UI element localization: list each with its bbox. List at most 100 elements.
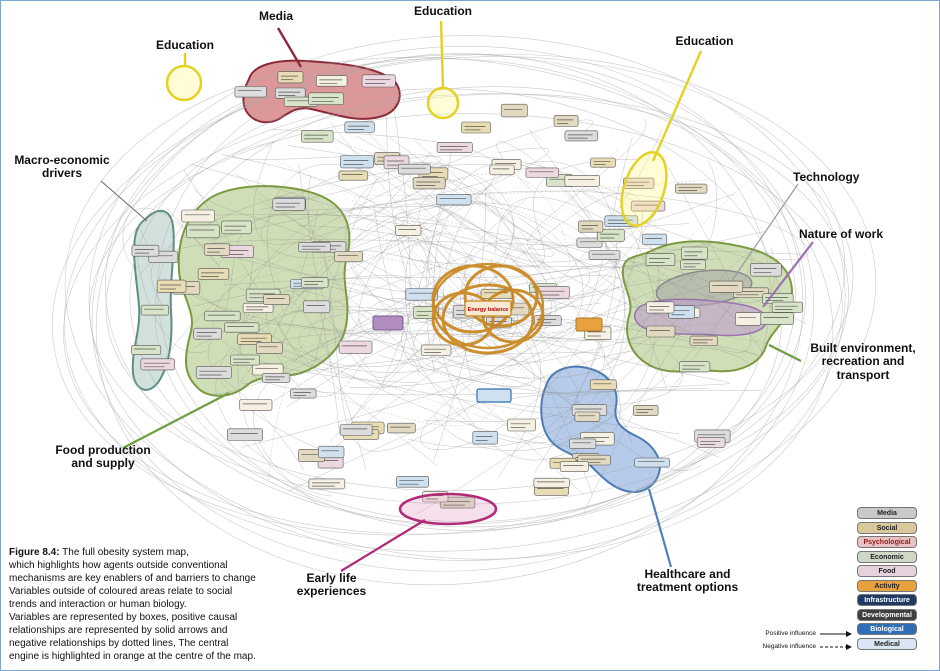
node-box xyxy=(300,277,329,288)
node-box xyxy=(195,366,232,379)
node-box xyxy=(156,279,187,293)
node-box xyxy=(472,430,498,445)
node-box xyxy=(317,445,345,459)
node-box xyxy=(574,411,601,422)
node-box xyxy=(386,422,416,434)
node-box xyxy=(507,418,536,432)
node-box xyxy=(750,263,782,277)
annotation-healthcare: Healthcare and treatment options xyxy=(636,567,739,595)
node-box xyxy=(645,301,675,314)
central-node xyxy=(464,300,512,317)
influence-legend: Positive influence Negative influence xyxy=(753,627,857,653)
node-box xyxy=(525,167,559,178)
node-box xyxy=(261,372,291,383)
caption-line: Figure 8.4: The full obesity system map, xyxy=(9,547,189,558)
node-box xyxy=(436,194,472,206)
node-box xyxy=(340,155,374,169)
node-box xyxy=(533,477,570,488)
leader-healthcare xyxy=(647,488,673,568)
positive-arrow-icon xyxy=(820,630,852,637)
annotation-media: Media xyxy=(258,9,293,23)
node-box xyxy=(181,209,216,223)
node-box xyxy=(708,280,744,293)
node-box xyxy=(420,344,452,356)
node-box xyxy=(193,327,222,340)
activity-node xyxy=(476,388,512,403)
leader-macro-economic xyxy=(100,180,148,222)
node-box xyxy=(186,224,220,239)
legend-item-medical: Medical xyxy=(857,637,917,650)
legend-item-media: Media xyxy=(857,507,917,519)
node-box xyxy=(596,228,625,242)
node-box xyxy=(588,250,621,260)
node-box xyxy=(674,183,708,194)
node-box xyxy=(290,388,317,399)
node-box xyxy=(559,461,589,472)
annotation-built-environment: Built environment, recreation and transp… xyxy=(810,341,916,382)
node-box xyxy=(395,225,422,236)
legend-item-activity: Activity xyxy=(857,579,917,592)
leader-technology xyxy=(730,183,799,283)
legend-item-biological: Biological xyxy=(857,623,917,635)
node-box xyxy=(344,121,375,133)
node-box xyxy=(589,379,617,390)
node-box xyxy=(221,220,252,235)
node-box xyxy=(272,198,306,211)
node-box xyxy=(338,170,369,181)
overlays: Energy balance xyxy=(100,20,814,572)
node-box xyxy=(224,322,260,333)
node-box xyxy=(681,246,708,260)
purple-node xyxy=(372,315,404,331)
legend-item-food: Food xyxy=(857,565,917,577)
node-box xyxy=(131,244,160,257)
node-box xyxy=(412,177,446,190)
node-box xyxy=(395,476,429,488)
legend-item-economic: Economic xyxy=(857,550,917,563)
node-box xyxy=(234,86,267,98)
legend-item-social: Social xyxy=(857,521,917,534)
leader-education-top xyxy=(439,20,445,89)
node-box xyxy=(397,163,431,175)
annotation-early-life: Early life experiences xyxy=(296,571,367,599)
cluster-healthcare xyxy=(540,365,661,493)
node-box xyxy=(633,404,659,416)
node-box xyxy=(230,354,261,366)
node-box xyxy=(300,130,334,143)
caption-line: negative relationships by dotted lines, … xyxy=(9,638,229,649)
node-box xyxy=(634,457,670,468)
negative-influence-row: Negative influence xyxy=(753,640,857,653)
node-box xyxy=(277,71,304,84)
leader-built-environment xyxy=(768,344,802,362)
annotation-technology: Technology xyxy=(793,170,860,184)
leader-food-production xyxy=(122,392,230,449)
annotation-food-production: Food production and supply xyxy=(55,443,151,471)
node-box xyxy=(576,237,603,248)
variable-boxes xyxy=(131,71,803,509)
highlight-early-life xyxy=(398,492,498,526)
highlight-education-left xyxy=(165,64,203,102)
legend-item-developmental: Developmental xyxy=(857,608,917,621)
leader-media xyxy=(276,27,303,68)
node-box xyxy=(263,294,291,305)
node-box xyxy=(303,300,331,314)
central-engine xyxy=(431,262,545,355)
node-box xyxy=(645,253,676,266)
node-box xyxy=(436,142,473,153)
node-box xyxy=(553,115,579,127)
node-box xyxy=(578,220,604,233)
annotation-macro-economic: Macro-economic drivers xyxy=(14,153,110,181)
node-box xyxy=(131,344,162,355)
caption-line: relationships are represented by solid a… xyxy=(9,625,228,636)
node-box xyxy=(203,243,231,256)
leader-nature-of-work xyxy=(762,241,814,308)
node-box xyxy=(316,75,348,87)
node-box xyxy=(274,87,306,99)
highlight-education-top xyxy=(426,86,460,120)
node-box xyxy=(569,438,597,449)
annotation-education-top: Education xyxy=(413,4,472,18)
caption-line: mechanisms are key enablers of and barri… xyxy=(9,573,256,584)
positive-influence-label: Positive influence xyxy=(765,630,816,637)
